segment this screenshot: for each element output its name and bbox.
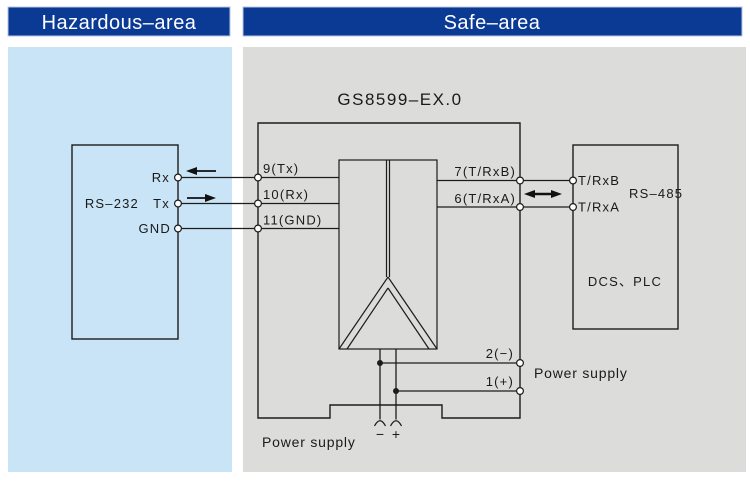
terminal-2-label: 2(−) [486, 346, 514, 361]
rs232-gnd-label: GND [139, 221, 172, 236]
rs485-device-box [572, 144, 679, 330]
isolator-outline [257, 122, 521, 419]
terminal-circle-rx [174, 173, 183, 182]
safe-header-label: Safe–area [444, 12, 541, 34]
terminal-10-label: 10(Rx) [263, 187, 309, 202]
connector-arc-minus-icon [373, 420, 387, 427]
rs232-tx-label: Tx [153, 196, 170, 211]
terminal-circle-1 [515, 387, 524, 396]
power-supply-bottom-label: Power supply [262, 434, 356, 450]
power-supply-right-label: Power supply [534, 365, 628, 381]
polarity-minus-label: − [376, 426, 384, 442]
arrow-right-icon [187, 194, 216, 202]
terminal-circle-gnd [174, 224, 183, 233]
isolation-block [338, 159, 438, 350]
connector-arc-plus-icon [389, 420, 403, 427]
safe-area-panel [243, 47, 746, 472]
rs232-device-box [71, 144, 179, 340]
terminal-9-label: 9(Tx) [263, 161, 299, 176]
terminal-circle-9 [254, 173, 263, 182]
amplifier-triangle-outer [338, 276, 438, 350]
terminal-11-label: 11(GND) [263, 213, 322, 228]
terminal-circle-2 [515, 359, 524, 368]
polarity-plus-label: + [392, 426, 400, 442]
terminal-circle-11 [254, 224, 263, 233]
terminal-circle-trxa [568, 203, 577, 212]
isolator-title: GS8599–EX.0 [337, 90, 462, 109]
arrow-bidirectional-icon [524, 190, 562, 198]
rs485-trxb-label: T/RxB [578, 173, 620, 188]
terminal-circle-7 [515, 176, 524, 185]
terminal-7-label: 7(T/RxB) [454, 164, 516, 179]
rs485-trxa-label: T/RxA [578, 200, 620, 215]
rs485-port-label: RS–485 [629, 186, 683, 201]
junction-dot-minus [377, 360, 383, 366]
terminal-circle-tx [174, 199, 183, 208]
hazardous-header-bar [7, 6, 231, 37]
terminal-circle-10 [254, 199, 263, 208]
hazardous-area-panel [8, 47, 232, 472]
rs232-rx-label: Rx [152, 170, 170, 185]
terminal-6-label: 6(T/RxA) [454, 191, 516, 206]
amplifier-triangle-inner [346, 287, 430, 350]
hazardous-header-label: Hazardous–area [42, 12, 197, 34]
terminal-circle-trxb [568, 176, 577, 185]
junction-dot-plus [393, 388, 399, 394]
arrow-left-icon [186, 167, 216, 175]
rs232-port-label: RS–232 [85, 196, 139, 211]
terminal-1-label: 1(+) [486, 374, 514, 389]
dcs-plc-label: DCS、PLC [588, 274, 662, 289]
safe-header-bar [242, 6, 743, 37]
terminal-circle-6 [515, 203, 524, 212]
